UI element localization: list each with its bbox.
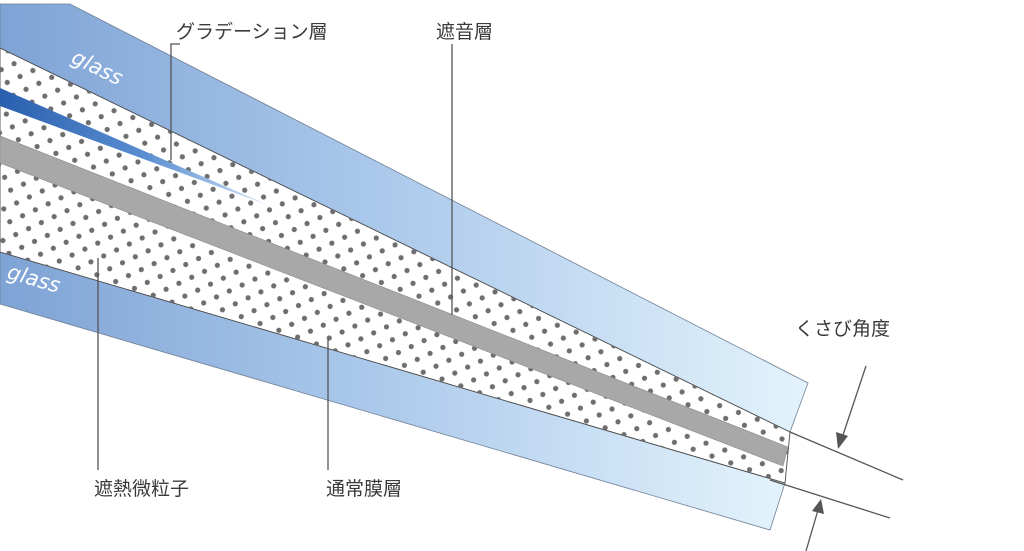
label-heat-particles: 遮熱微粒子	[94, 478, 189, 500]
gradation-layer	[0, 88, 268, 205]
label-gradation-layer: グラデーション層	[176, 21, 328, 43]
wedge-line-upper	[789, 431, 904, 481]
upper-glass-pane	[0, 3, 809, 433]
wedge-arrow-upper	[841, 365, 867, 439]
wedge-arrowhead-upper	[836, 432, 848, 449]
gray-core-layer	[0, 135, 789, 467]
wedge-arrowhead-lower	[812, 499, 824, 514]
wedge-line-lower	[769, 479, 891, 519]
wedge-arrow-lower	[805, 509, 819, 551]
label-normal-film: 通常膜層	[326, 478, 402, 500]
leader-gradation	[170, 43, 180, 160]
label-sound-layer: 遮音層	[436, 21, 493, 43]
label-wedge-angle: くさび角度	[795, 318, 890, 340]
